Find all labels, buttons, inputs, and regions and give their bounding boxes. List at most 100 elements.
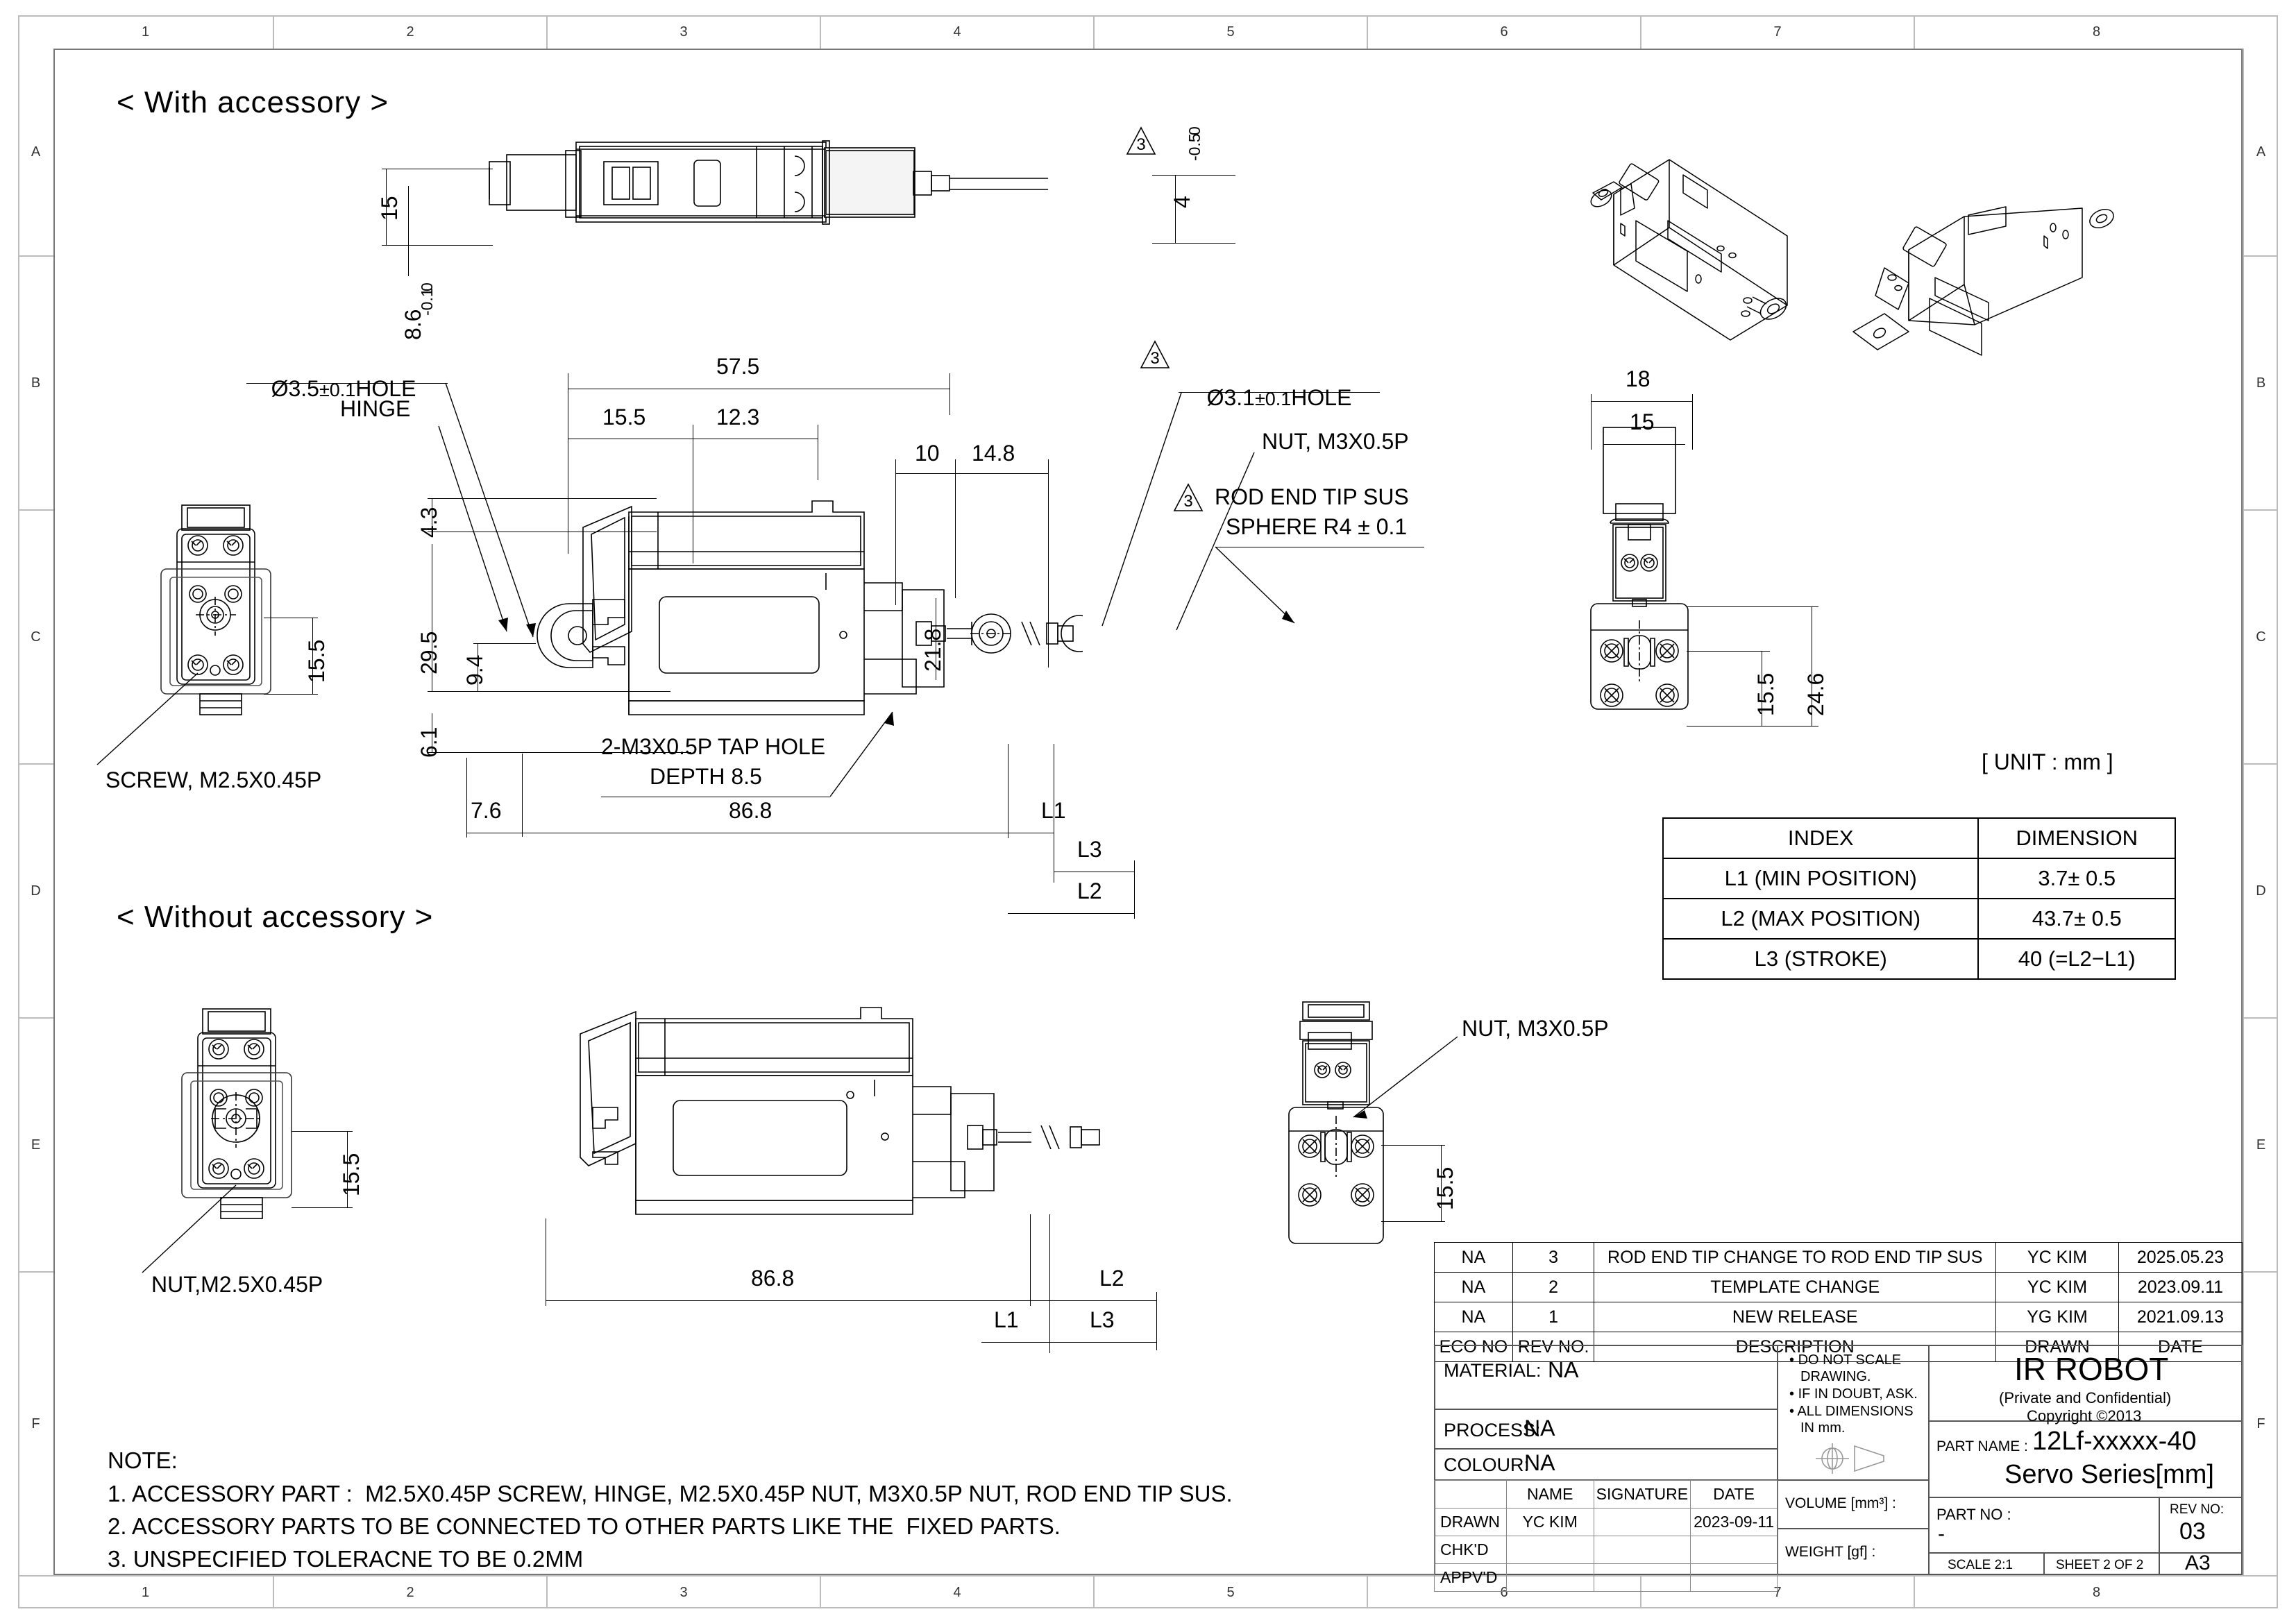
- table-row: NA 3 ROD END TIP CHANGE TO ROD END TIP S…: [1434, 1242, 2243, 1273]
- process-cell: [1434, 1409, 1778, 1449]
- label-rod-end-2: SPHERE R4 ± 0.1: [1226, 514, 1408, 539]
- dim-line-868b: [546, 1300, 1030, 1301]
- rev-eco: NA: [1434, 1242, 1513, 1273]
- ext-76-l: [466, 758, 467, 838]
- dim-line-l2: [1008, 913, 1134, 914]
- zone-label: A: [2256, 144, 2266, 160]
- zone-col-bot-3: 3: [548, 1575, 821, 1608]
- zone-label: D: [31, 883, 41, 899]
- table-row: CHK'D: [1434, 1536, 1778, 1564]
- zone-row-c: C: [18, 511, 53, 765]
- dim-76: 7.6: [471, 798, 502, 823]
- front-view-without-accessory: [181, 1008, 292, 1219]
- col-signature: SIGNATURE: [1593, 1480, 1691, 1509]
- copyright-note: Copyright ©2013: [2027, 1407, 2142, 1425]
- hole-31-tol: ±0.1: [1254, 389, 1292, 409]
- dim-246: 24.6: [1803, 672, 1828, 716]
- dim-l2: L2: [1077, 878, 1102, 903]
- zone-row-right-f: F: [2243, 1273, 2278, 1575]
- end-view-without-accessory: [1288, 1001, 1384, 1244]
- part-no-cell: [1929, 1497, 2159, 1553]
- dim-868: 86.8: [729, 798, 773, 823]
- rev-date: 2023.09.11: [2118, 1272, 2243, 1302]
- flag-3-icon-hole31: 3: [1140, 340, 1170, 368]
- zone-row-right-d: D: [2243, 765, 2278, 1019]
- rev-drawn: YC KIM: [1995, 1272, 2119, 1302]
- hole-35-tol: ±0.1: [319, 380, 356, 400]
- top-view-drawing: [489, 140, 1048, 225]
- leader-screw-m25: [96, 672, 199, 765]
- zone-label: 6: [1500, 1584, 1508, 1600]
- part-name-label: PART NAME :: [1936, 1438, 2028, 1454]
- zone-col-1: 1: [18, 15, 274, 49]
- ext-155b-bot: [292, 1207, 353, 1208]
- zone-col-bot-4: 4: [821, 1575, 1095, 1608]
- warning-text: IN mm.: [1800, 1420, 1846, 1436]
- zone-label: E: [31, 1137, 41, 1153]
- leader-86: [408, 186, 409, 276]
- zone-label: E: [2256, 1137, 2266, 1153]
- ext-4-bot: [1152, 243, 1235, 244]
- zone-label: 1: [141, 1584, 150, 1600]
- dim-line-15-vert: [386, 169, 387, 245]
- dim-155-left-b: 15.5: [339, 1153, 364, 1196]
- ext-295-b: [428, 691, 670, 692]
- rev-no-cell: [2159, 1497, 2243, 1553]
- zone-label: 7: [1773, 24, 1782, 40]
- table-row: L1 (MIN POSITION) 3.7± 0.5: [1662, 858, 2176, 899]
- volume-label: VOLUME [mm³] :: [1785, 1495, 1896, 1511]
- side-view-with-accessory: [537, 500, 1083, 715]
- ext-18-r: [1692, 394, 1693, 450]
- zone-label: 4: [953, 1584, 961, 1600]
- zone-label: C: [31, 629, 41, 645]
- label-hole-31: Ø3.1±0.1HOLE: [1182, 364, 1352, 431]
- dim-4-tol: 4: [1170, 196, 1195, 208]
- sheet-size: A3: [2185, 1552, 2211, 1574]
- hole-35-value: Ø3.5: [271, 376, 319, 401]
- hole-31-value: Ø3.1: [1206, 385, 1255, 410]
- signature-table: NAME SIGNATURE DATE DRAWN YC KIM 2023-09…: [1434, 1480, 1778, 1592]
- row-appvd-label: APPV'D: [1434, 1563, 1507, 1592]
- dim-l2b: L2: [1099, 1266, 1124, 1291]
- ext-575-r: [949, 373, 950, 415]
- row-appvd-name: [1505, 1563, 1594, 1592]
- row-appvd-signature: [1593, 1563, 1691, 1592]
- label-hinge: HINGE: [340, 396, 411, 421]
- leader-tap-hole: [830, 711, 894, 797]
- process-label: PROCESS:: [1444, 1420, 1541, 1441]
- ext-l3-r: [1134, 860, 1135, 919]
- underline-hole-31: [1179, 392, 1380, 393]
- ext-868-l: [522, 754, 523, 837]
- note-line-3: 3. UNSPECIFIED TOLERACNE TO BE 0.2MM: [108, 1546, 584, 1572]
- dim-148: 14.8: [972, 441, 1015, 466]
- zone-col-6: 6: [1368, 15, 1641, 49]
- zone-label: 3: [679, 24, 688, 40]
- zone-label: 8: [2092, 24, 2101, 40]
- zone-col-bot-1: 1: [18, 1575, 274, 1608]
- zone-label: 2: [406, 24, 414, 40]
- dim-line-15-right: [1603, 444, 1685, 445]
- projection-symbol-icon: [1816, 1443, 1884, 1474]
- sheet-border-inner: [53, 49, 2243, 1575]
- warning-text: DRAWING.: [1800, 1369, 1871, 1384]
- dim-94: 9.4: [462, 654, 487, 686]
- leader-nut-m3: [1176, 452, 1255, 631]
- zone-label: 7: [1773, 1584, 1782, 1600]
- dim-575: 57.5: [716, 354, 760, 379]
- dim-line-l1b: [981, 1342, 1049, 1343]
- zone-col-bot-5: 5: [1095, 1575, 1368, 1608]
- rev-desc: NEW RELEASE: [1594, 1302, 1997, 1332]
- zone-row-right-e: E: [2243, 1019, 2278, 1273]
- dim-line-l2b: [1030, 1300, 1156, 1301]
- dim-61: 6.1: [416, 726, 441, 758]
- zone-label: 3: [679, 1584, 688, 1600]
- right-end-view: [1590, 427, 1689, 710]
- underline-hole-35: [246, 383, 448, 384]
- label-tap-hole-1: 2-M3X0.5P TAP HOLE: [601, 734, 826, 759]
- zone-label: D: [2256, 883, 2266, 899]
- confidential-note: (Private and Confidential): [1999, 1389, 2172, 1407]
- row-drawn-date: 2023-09-11: [1690, 1508, 1778, 1536]
- dim-218: 21.8: [920, 628, 945, 672]
- without-accessory-title: < Without accessory >: [117, 900, 434, 934]
- ext-868b-r: [1030, 1214, 1031, 1306]
